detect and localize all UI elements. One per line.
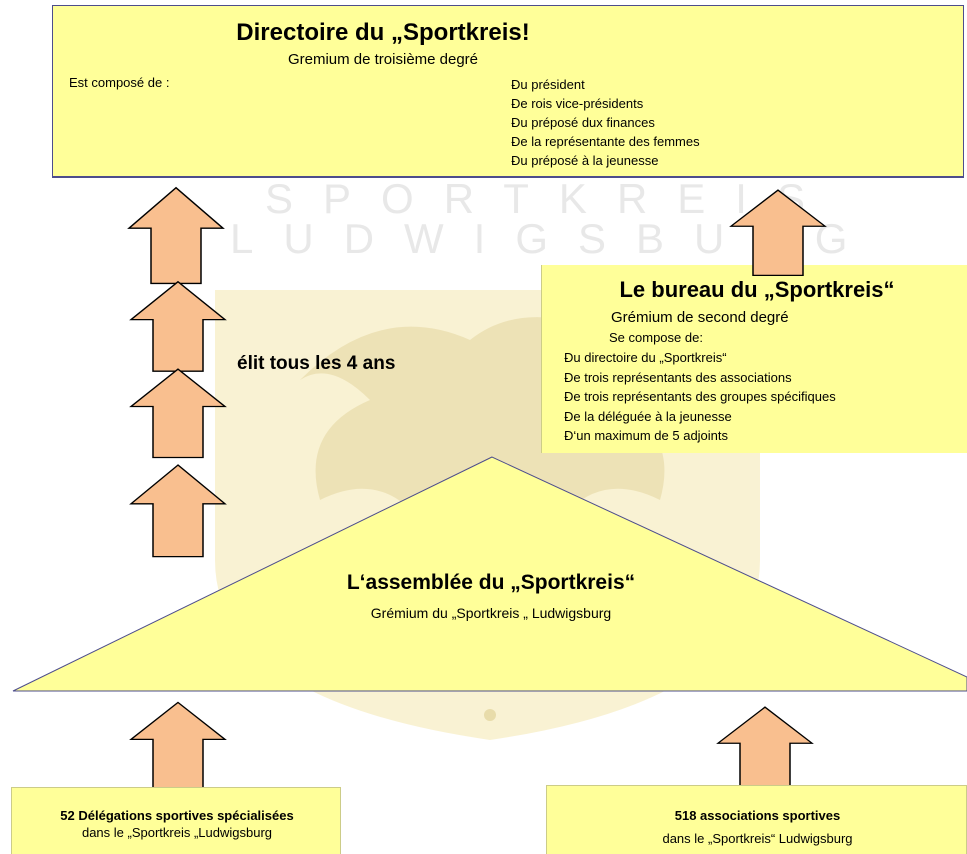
associations-box: 518 associations sportives dans le „Spor…: [546, 785, 967, 854]
directoire-left-label: Est composé de :: [69, 75, 170, 90]
assembly-title: L‘assemblée du „Sportkreis“: [346, 571, 636, 594]
bureau-item: De la déléguée à la jeunesse: [542, 407, 836, 427]
directoire-item: Du préposé dux finances: [495, 113, 700, 132]
bureau-intro: Se compose de:: [609, 330, 703, 345]
directoire-title: Directoire du „Sportkreis!: [236, 19, 530, 46]
bureau-subtitle: Grémium de second degré: [611, 309, 789, 326]
assembly-subtitle: Grémium du „Sportkreis „ Ludwigsburg: [370, 605, 612, 621]
up-arrow-icon: [730, 189, 826, 277]
associations-line1: 518 associations sportives: [674, 808, 841, 823]
watermark-line-1: SPORTKREIS: [265, 175, 835, 222]
bureau-title: Le bureau du „Sportkreis“: [619, 277, 895, 302]
associations-line2: dans le „Sportkreis“ Ludwigsburg: [662, 831, 853, 846]
bureau-items: Du directoire du „Sportkreis“ De trois r…: [542, 348, 836, 446]
delegations-line2: dans le „Sportkreis „Ludwigsburg: [81, 825, 273, 840]
up-arrow-icon: [130, 368, 226, 459]
up-arrow-icon: [130, 464, 226, 558]
bureau-item: De trois représentants des groupes spéci…: [542, 387, 836, 407]
bureau-item: D‘un maximum de 5 adjoints: [542, 426, 836, 446]
bureau-box: Le bureau du „Sportkreis“ Grémium de sec…: [541, 265, 967, 453]
bureau-item: De trois représentants des associations: [542, 368, 836, 388]
up-arrow-icon: [130, 281, 226, 372]
delegations-box: 52 Délégations sportives spécialisées da…: [11, 787, 341, 854]
delegations-line1: 52 Délégations sportives spécialisées: [60, 808, 294, 823]
directoire-item: Du préposé à la jeunesse: [495, 151, 700, 170]
directoire-item: De rois vice-présidents: [495, 94, 700, 113]
up-arrow-icon: [717, 706, 813, 794]
up-arrow-icon: [130, 701, 226, 791]
bureau-item: Du directoire du „Sportkreis“: [542, 348, 836, 368]
directoire-item: De la représentante des femmes: [495, 132, 700, 151]
up-arrow-icon: [128, 186, 224, 285]
directoire-item: Du président: [495, 75, 700, 94]
directoire-items: Du président De rois vice-présidents Du …: [495, 75, 700, 170]
directoire-box: Directoire du „Sportkreis! Gremium de tr…: [52, 5, 964, 178]
elect-label: élit tous les 4 ans: [237, 353, 396, 374]
crest-dot: [484, 709, 496, 721]
directoire-subtitle: Gremium de troisième degré: [287, 51, 479, 68]
